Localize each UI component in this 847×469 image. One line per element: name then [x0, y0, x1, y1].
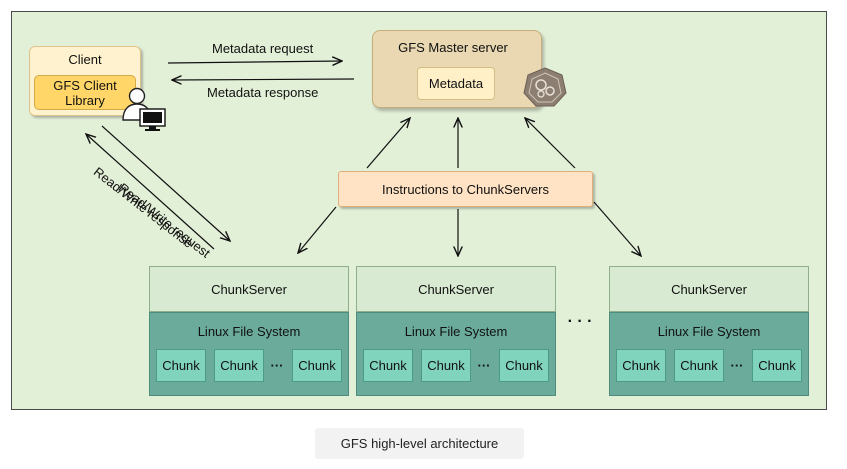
chunkserver-2: ChunkServer Linux File System Chunk Chun…	[356, 266, 556, 396]
rw-response-arrow	[86, 134, 215, 250]
linux-file-system: Linux File System Chunk Chunk ··· Chunk	[609, 312, 809, 396]
metadata-response-arrow	[172, 79, 355, 80]
chunkserver-title: ChunkServer	[356, 266, 556, 312]
master-title: GFS Master server	[398, 39, 508, 55]
figure-caption: GFS high-level architecture	[315, 428, 524, 459]
chunk: Chunk	[752, 349, 802, 382]
chunk-ellipsis: ···	[270, 358, 284, 373]
instructions-to-master-left-arrow	[366, 118, 410, 169]
chunk-ellipsis: ···	[477, 358, 491, 373]
instructions-box: Instructions to ChunkServers	[338, 171, 593, 207]
rw-request-arrow	[101, 125, 230, 241]
chunkservers-ellipsis: · · ·	[567, 313, 593, 330]
chunkserver-title: ChunkServer	[609, 266, 809, 312]
chunk: Chunk	[156, 349, 206, 382]
metadata-request-arrow	[167, 61, 342, 63]
chunk: Chunk	[421, 349, 471, 382]
chunkserver-3: ChunkServer Linux File System Chunk Chun…	[609, 266, 809, 396]
linux-file-system: Linux File System Chunk Chunk ··· Chunk	[356, 312, 556, 396]
filesystem-label: Linux File System	[404, 323, 508, 339]
linux-file-system: Linux File System Chunk Chunk ··· Chunk	[149, 312, 349, 396]
metadata-box: Metadata	[417, 67, 495, 100]
metadata-request-label: Metadata request	[212, 41, 314, 56]
chunkserver-title: ChunkServer	[149, 266, 349, 312]
instructions-to-master-right-arrow	[525, 118, 576, 169]
chunk: Chunk	[214, 349, 264, 382]
chunk: Chunk	[499, 349, 549, 382]
metadata-label: Metadata	[428, 76, 484, 91]
instructions-label: Instructions to ChunkServers	[382, 181, 549, 197]
filesystem-label: Linux File System	[657, 323, 761, 339]
chunkserver-1: ChunkServer Linux File System Chunk Chun…	[149, 266, 349, 396]
filesystem-label: Linux File System	[197, 323, 301, 339]
client-title: Client	[68, 51, 102, 67]
instructions-to-chunkserver-3-arrow	[593, 201, 641, 256]
metadata-response-label: Metadata response	[207, 85, 319, 100]
chunk: Chunk	[616, 349, 666, 382]
chunk: Chunk	[292, 349, 342, 382]
chunk: Chunk	[363, 349, 413, 382]
chunk-ellipsis: ···	[730, 358, 744, 373]
chunk: Chunk	[674, 349, 724, 382]
instructions-to-chunkserver-1-arrow	[298, 206, 337, 253]
client-library-label: GFS Client Library	[53, 77, 117, 108]
